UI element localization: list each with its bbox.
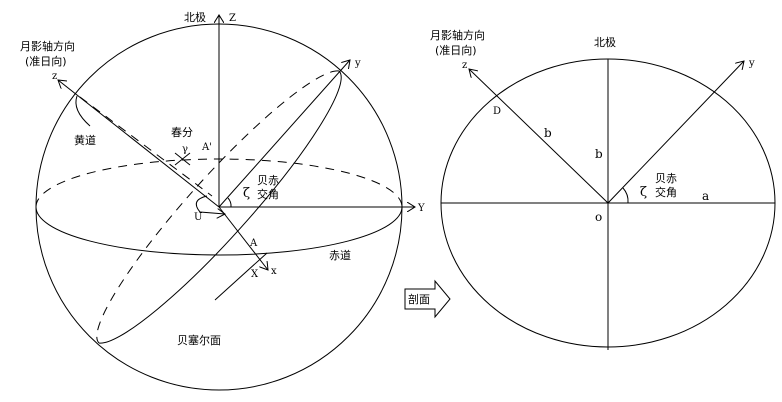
section-label: 剖面 — [408, 292, 430, 306]
z-axis-label: z — [462, 60, 467, 71]
a-label: a — [702, 189, 709, 203]
y-axis-line — [607, 61, 744, 204]
ecliptic-back — [79, 96, 213, 197]
north-pole-label: 北极 — [594, 35, 616, 49]
angle-label-1: 贝赤 — [257, 174, 279, 187]
celestial-sphere: 北极 Z Y X x 月影轴方向 (准日向) z y 黄道 春分 γ A' A … — [20, 10, 425, 391]
y-axis-label: y — [354, 58, 361, 69]
shadow-axis-sublabel: (准日向) — [25, 54, 67, 68]
equinox-mark — [174, 152, 191, 166]
bessel-plane-front — [98, 70, 342, 344]
X-axis-label: X — [251, 269, 259, 280]
shadow-axis-label: 月影轴方向 — [20, 39, 75, 53]
zeta-label: ζ — [243, 186, 250, 201]
north-pole-label: 北极 — [184, 10, 206, 24]
z-axis-line — [58, 80, 220, 208]
z-axis-line — [469, 69, 609, 204]
point-A-prime-label: A' — [201, 142, 212, 153]
angle-arc — [622, 187, 629, 204]
point-D-label: D — [493, 106, 501, 117]
angle-label-2: 交角 — [257, 187, 279, 201]
angle-label-2: 交角 — [655, 185, 677, 199]
point-A-label: A — [249, 238, 258, 249]
shadow-axis-label: 月影轴方向 — [430, 28, 485, 42]
shadow-axis-sublabel: (准日向) — [435, 43, 477, 57]
equator-label: 赤道 — [329, 248, 351, 262]
angle-label-1: 贝赤 — [655, 172, 677, 185]
bessel-plane-back — [96, 70, 340, 344]
bessel-front-line — [214, 252, 268, 301]
section-arrow: 剖面 — [404, 279, 451, 319]
x-axis-label: x — [271, 266, 277, 277]
zeta-label: ζ — [640, 185, 647, 200]
x-axis-line — [218, 206, 268, 270]
z-axis-label: z — [52, 71, 57, 82]
angle-arc — [227, 197, 232, 208]
Z-axis-label: Z — [229, 13, 236, 24]
U-label: U — [194, 212, 202, 223]
U-arc — [195, 195, 225, 214]
ecliptic-label: 黄道 — [74, 133, 96, 147]
y-axis-label: y — [748, 58, 755, 69]
gamma-label: γ — [182, 144, 188, 155]
b-label-2: b — [595, 147, 603, 161]
section-view: 北极 月影轴方向 (准日向) z y D b b o a ζ 贝赤 交角 — [430, 28, 776, 350]
origin-label: o — [595, 210, 602, 224]
ecliptic-pointer — [75, 95, 91, 127]
equator-front — [35, 206, 403, 256]
bessel-plane-label: 贝塞尔面 — [177, 333, 221, 347]
vernal-equinox-label: 春分 — [171, 126, 193, 139]
Y-axis-label: Y — [417, 203, 425, 214]
y-axis-line — [218, 60, 350, 208]
b-label-1: b — [544, 126, 552, 140]
